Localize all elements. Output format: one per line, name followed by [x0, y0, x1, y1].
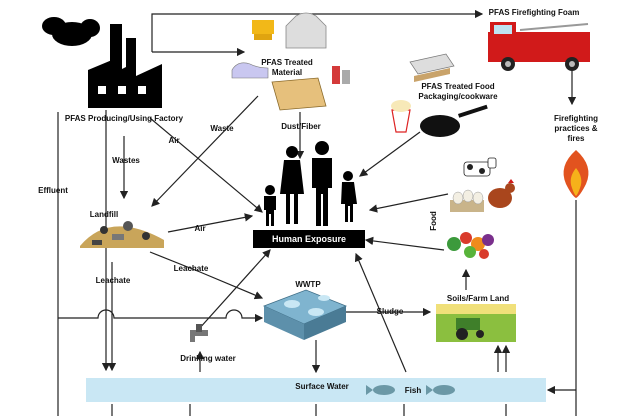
sneaker-icon	[231, 62, 269, 79]
carpet-icon	[271, 77, 327, 111]
dust-fiber-label: Dust/Fiber	[281, 122, 321, 131]
leachate-right-label: Leachate	[173, 264, 209, 273]
tractor-icon	[456, 318, 484, 340]
fish-label: Fish	[404, 386, 422, 395]
treatment-plant-icon	[262, 289, 348, 340]
human-exposure-box: Human Exposure	[253, 230, 365, 248]
edge-material-waste-landfill	[151, 95, 259, 207]
pizza-box-icon	[409, 53, 455, 82]
surface-water-band	[86, 378, 546, 402]
vegetables-icon	[447, 232, 494, 259]
firefighting-foam-label: PFAS Firefighting Foam	[488, 8, 580, 17]
firefighting-practices-label: Firefighting practices & fires	[554, 114, 598, 143]
effluent-label: Effluent	[38, 186, 68, 195]
faucet-icon	[190, 324, 208, 342]
family-icon	[264, 141, 357, 226]
factory-label: PFAS Producing/Using Factory	[64, 114, 184, 123]
edge-water-below	[111, 404, 507, 416]
flame-icon	[563, 150, 589, 198]
food-packaging-label: PFAS Treated Food Packaging/cookware	[418, 82, 498, 101]
treated-material-label: PFAS Treated Material	[261, 58, 313, 77]
landfill-icon	[80, 221, 164, 248]
leachate-down-label: Leachate	[95, 276, 131, 285]
wastes-label: Wastes	[112, 156, 140, 165]
cosmetics-icon	[332, 66, 350, 84]
edge-food-human	[364, 236, 445, 251]
edge-factory-air-human	[149, 117, 263, 213]
sludge-label: Sludge	[376, 307, 404, 316]
air-factory-label: Air	[168, 136, 180, 145]
edge-landfill-air-human	[167, 213, 254, 233]
hen-icon	[488, 179, 515, 208]
drinking-water-label: Drinking water	[180, 354, 236, 363]
edge-landfill-wwtp	[149, 251, 264, 300]
air-landfill-label: Air	[194, 224, 206, 233]
eggs-icon	[450, 189, 484, 212]
surface-water-label: Surface Water	[295, 382, 349, 391]
soils-label: Soils/Farm Land	[446, 294, 510, 303]
fire-truck-icon	[488, 22, 590, 71]
edge-animals-human	[368, 193, 449, 213]
waste-label: Waste	[210, 124, 234, 133]
edge-factory-foam	[151, 9, 484, 52]
cow-icon	[463, 157, 497, 177]
hoodie-icon	[285, 12, 327, 49]
factory-icon	[42, 17, 162, 108]
edge-sludge-human	[354, 252, 407, 373]
chair-icon	[252, 20, 274, 40]
frying-pan-icon	[420, 104, 488, 137]
fish-icon	[366, 385, 455, 395]
landfill-label: Landfill	[89, 210, 119, 219]
food-label: Food	[429, 211, 438, 231]
popcorn-icon	[391, 100, 411, 133]
wwtp-label: WWTP	[295, 280, 321, 289]
edge-drinking-human	[197, 249, 271, 331]
edge-effluent-wwtp	[58, 309, 264, 323]
connectors	[57, 9, 577, 416]
edge-packaging-human	[359, 131, 421, 177]
